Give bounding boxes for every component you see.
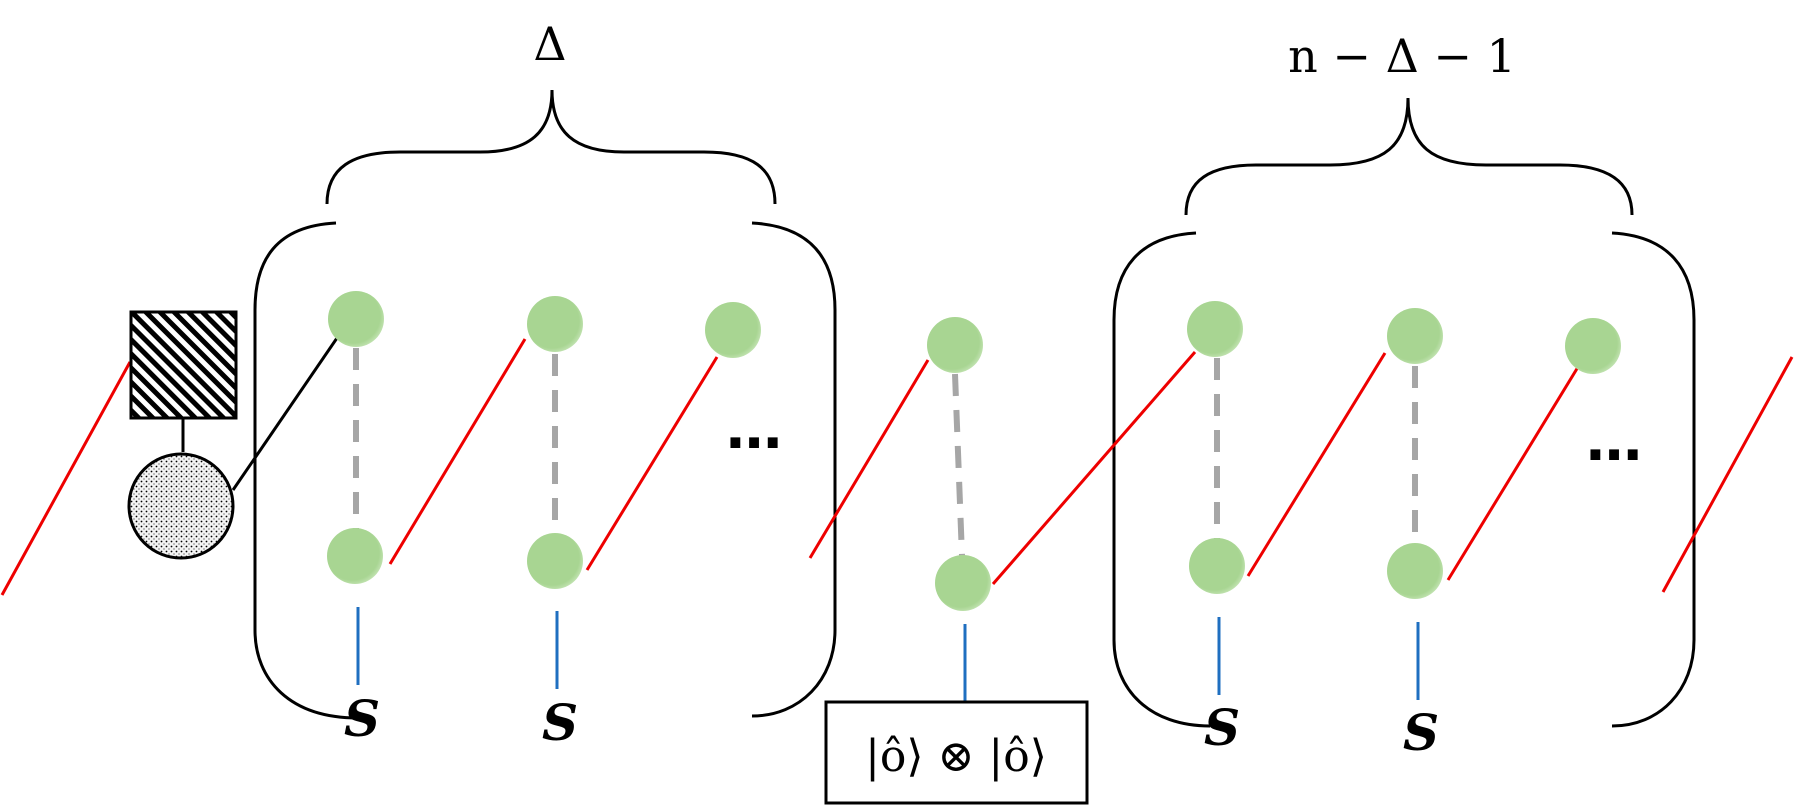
bracket-right-group-left	[1112, 231, 1211, 728]
red-bond	[1446, 366, 1580, 581]
green-node	[705, 302, 761, 358]
brace-n-delta-1	[1184, 97, 1634, 216]
green-node	[327, 528, 383, 584]
red-bond	[0, 361, 132, 596]
green-node	[1387, 308, 1443, 364]
s-label: S	[542, 693, 578, 752]
label-n-delta-1: n − Δ − 1	[1288, 29, 1516, 83]
brace-delta	[325, 89, 777, 205]
s-label: S	[344, 689, 380, 748]
red-bond	[808, 359, 930, 559]
red-bond	[1661, 356, 1794, 593]
red-bond	[585, 356, 719, 571]
green-node	[1187, 301, 1243, 357]
green-node	[935, 555, 991, 611]
bracket-left-group-left	[253, 221, 359, 720]
green-node	[527, 533, 583, 589]
s-label: S	[1204, 698, 1240, 757]
green-node	[1565, 318, 1621, 374]
red-bond	[1246, 352, 1387, 577]
bracket-right-group-right	[1611, 231, 1696, 728]
red-bonds	[0, 338, 1794, 596]
label-delta: Δ	[533, 17, 566, 71]
boundary-state-box	[824, 700, 1089, 805]
dotted-circle-tensor	[127, 452, 235, 560]
green-node	[328, 291, 384, 347]
green-nodes	[327, 291, 1621, 611]
green-node	[1387, 543, 1443, 599]
dashed-connector	[952, 373, 965, 557]
hatched-square-tensor	[129, 310, 238, 420]
green-node	[527, 296, 583, 352]
green-node	[1189, 538, 1245, 594]
black-bond	[231, 337, 339, 491]
ellipsis-left: ⋯	[726, 411, 782, 476]
ellipsis-right: ⋯	[1586, 423, 1642, 488]
boundary-state-label: |ô⟩ ⊗ |ô⟩	[865, 731, 1047, 782]
blue-legs	[356, 607, 1420, 702]
red-bond	[388, 338, 527, 565]
bracket-left-group-right	[751, 221, 837, 718]
s-label: S	[1403, 703, 1439, 762]
dashed-connectors	[353, 348, 1418, 557]
red-bond	[991, 351, 1197, 585]
green-node	[927, 317, 983, 373]
